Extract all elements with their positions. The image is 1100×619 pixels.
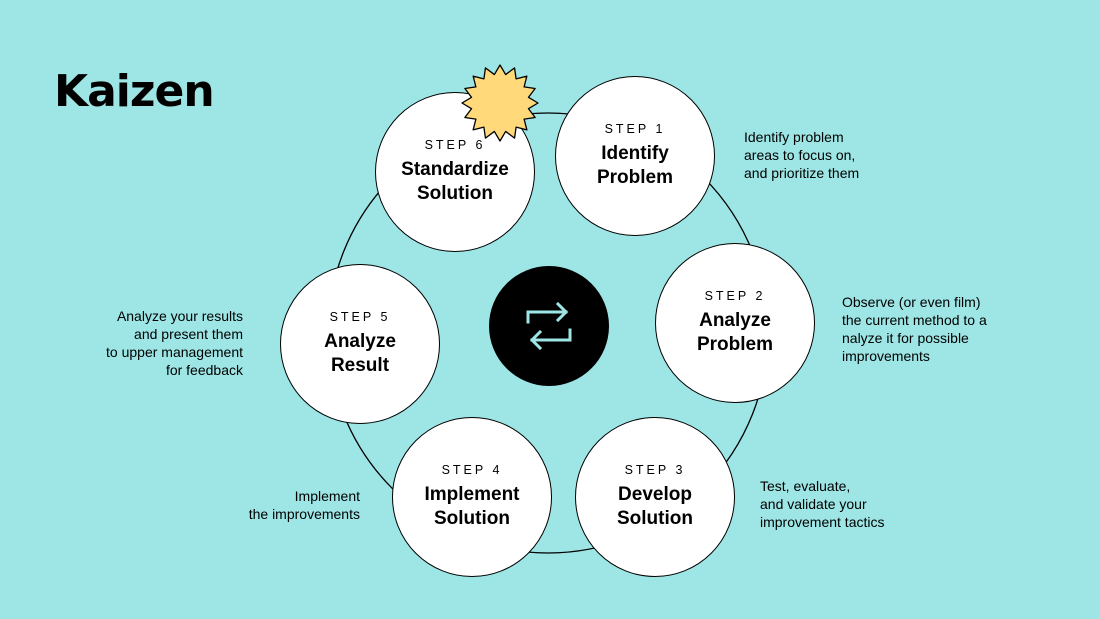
step-3-name: Develop Solution xyxy=(617,484,693,529)
repeat-arrows-icon xyxy=(526,301,572,351)
step-1-circle: STEP 1 Identify Problem xyxy=(555,76,715,236)
step-2-number: STEP 2 xyxy=(704,289,766,303)
step-4-number: STEP 4 xyxy=(441,463,503,477)
step-2-circle: STEP 2 Analyze Problem xyxy=(655,243,815,403)
step-2-name: Analyze Problem xyxy=(696,310,774,355)
step-1-number: STEP 1 xyxy=(604,122,666,136)
step-3-description: Test, evaluate, and validate your improv… xyxy=(760,478,885,530)
page-title: Kaizen xyxy=(54,66,215,117)
step-5-description: Analyze your results and present them to… xyxy=(106,308,243,378)
step-5-name: Analyze Result xyxy=(324,331,396,376)
sun-badge-icon xyxy=(461,64,539,142)
step-3-circle: STEP 3 Develop Solution xyxy=(575,417,735,577)
step-5-circle: STEP 5 Analyze Result xyxy=(280,264,440,424)
step-5-number: STEP 5 xyxy=(329,310,391,324)
step-4-description: Implement the improvements xyxy=(248,488,360,522)
center-hub xyxy=(489,266,609,386)
step-2-description: Observe (or even film) the current metho… xyxy=(842,294,987,364)
step-4-name: Implement Solution xyxy=(424,484,520,529)
step-3-number: STEP 3 xyxy=(624,463,686,477)
step-1-description: Identify problem areas to focus on, and … xyxy=(744,129,860,181)
step-1-name: Identify Problem xyxy=(596,143,674,188)
step-6-number: STEP 6 xyxy=(424,138,486,152)
step-6-name: Standardize Solution xyxy=(401,159,509,204)
step-4-circle: STEP 4 Implement Solution xyxy=(392,417,552,577)
